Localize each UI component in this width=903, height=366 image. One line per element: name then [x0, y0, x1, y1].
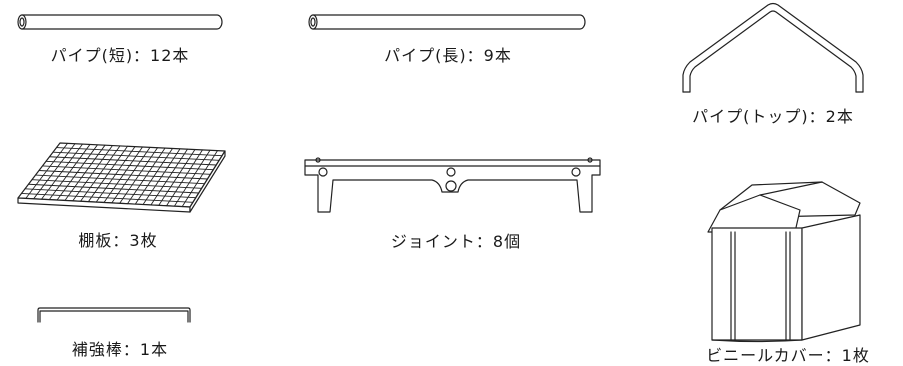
vinyl-cover-illustration	[707, 181, 861, 343]
vinyl-cover-label: ビニールカバー：1枚	[706, 346, 870, 365]
pipe-top-label: パイプ(トップ)：2本	[692, 107, 854, 126]
shelf-board-illustration	[17, 142, 226, 213]
shelf-board-label: 棚板：3枚	[78, 231, 158, 250]
pipe-short-label: パイプ(短)：12本	[50, 46, 190, 65]
reinforcement-bar-illustration	[37, 307, 191, 323]
reinforcement-bar-label: 補強棒：1本	[71, 340, 169, 359]
pipe-long-illustration	[308, 14, 586, 30]
pipe-short-illustration	[17, 14, 223, 30]
pipe-long-label: パイプ(長)：9本	[384, 46, 512, 65]
joint-label: ジョイント：8個	[390, 232, 522, 251]
pipe-top-illustration	[682, 2, 864, 93]
joint-illustration	[304, 157, 601, 213]
